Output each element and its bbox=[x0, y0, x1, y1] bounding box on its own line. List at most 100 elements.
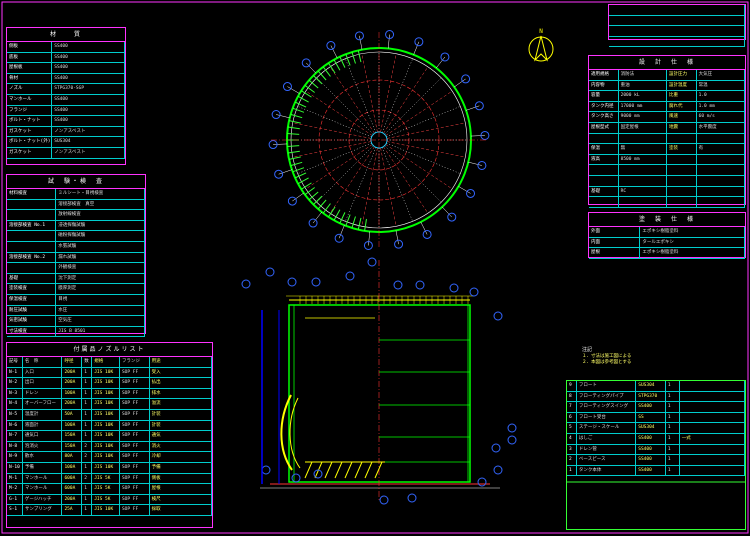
table-cell: ステージ・スケール bbox=[577, 423, 637, 433]
elevation-details bbox=[241, 257, 517, 505]
callout-bubble bbox=[461, 74, 471, 84]
table-cell: JIS 5K bbox=[92, 473, 120, 484]
table-cell: N-6 bbox=[7, 420, 23, 431]
table-cell bbox=[619, 175, 667, 186]
table-cell: 屋根 bbox=[589, 248, 641, 258]
table-cell: SUS304 bbox=[636, 423, 666, 433]
table-cell: JIS 10K bbox=[92, 420, 120, 431]
ladder-inner bbox=[289, 397, 301, 469]
rafter-line bbox=[385, 144, 453, 190]
rafter-line bbox=[384, 77, 442, 135]
table-cell: STPG370 bbox=[636, 391, 666, 402]
hatch-line bbox=[308, 191, 319, 201]
table-cell: SS400 bbox=[52, 73, 125, 84]
table-row: 放射線検査 bbox=[7, 210, 145, 221]
table-cell: 100A bbox=[62, 388, 83, 399]
table-cell bbox=[7, 210, 57, 220]
table-cell: 液高 bbox=[589, 154, 619, 165]
table-cell: 2 bbox=[82, 473, 93, 484]
table-cell: 1.0 mm bbox=[697, 101, 745, 112]
table-cell: JIS 10K bbox=[92, 409, 120, 420]
table-cell bbox=[589, 175, 619, 186]
base-brace bbox=[354, 461, 363, 479]
table-cell: 1 bbox=[666, 381, 680, 391]
table-cell: フランジ bbox=[7, 105, 53, 116]
table-cell: JIS 10K bbox=[92, 388, 120, 399]
rafter-line bbox=[361, 53, 378, 133]
rafter-line bbox=[305, 90, 373, 136]
callout-bubble bbox=[379, 495, 389, 505]
table-cell: SS bbox=[636, 412, 666, 423]
table-cell: JIS 10K bbox=[92, 462, 120, 473]
table-cell: 用途 bbox=[150, 357, 212, 367]
table-cell bbox=[697, 175, 745, 186]
table-cell: 1 bbox=[666, 433, 680, 444]
table-cell: 1 bbox=[82, 484, 93, 494]
table-row: 適用規格消防法設計圧力大気圧 bbox=[589, 70, 745, 81]
callout-leader bbox=[454, 78, 466, 88]
table-row: 塗装検査膜厚測定 bbox=[7, 284, 145, 295]
hatch-line bbox=[357, 50, 362, 63]
table-cell: 1 bbox=[82, 505, 93, 515]
table-cell bbox=[7, 241, 57, 252]
rafter-line bbox=[386, 122, 466, 139]
hatch-line bbox=[308, 79, 319, 89]
hatch-line bbox=[301, 90, 312, 98]
hatch-line bbox=[328, 206, 336, 218]
table-cell: 基礎 bbox=[7, 273, 57, 284]
table-cell: STPG370-SGP bbox=[52, 84, 125, 94]
callout-bubble bbox=[311, 277, 321, 287]
table-cell: 内面 bbox=[589, 237, 641, 248]
table-row: 外面エポキシ樹脂塗料 bbox=[589, 227, 745, 238]
table-cell: 2 bbox=[82, 452, 93, 462]
table-row bbox=[609, 36, 745, 48]
callout-leader bbox=[458, 186, 471, 194]
callout-bubble bbox=[474, 101, 484, 111]
table-cell bbox=[680, 465, 745, 476]
hatch-line bbox=[292, 167, 305, 173]
table-cell: オーバーフロー bbox=[23, 399, 63, 409]
table-cell: ノズル bbox=[7, 84, 53, 94]
callout-leader bbox=[368, 231, 371, 246]
callout-leader bbox=[287, 86, 300, 94]
table-row: 保温無塗装有 bbox=[589, 144, 745, 155]
table-cell: エポキシ樹脂塗料 bbox=[640, 248, 745, 258]
table-cell: SUS304 bbox=[52, 137, 125, 147]
rafter-line bbox=[345, 58, 377, 133]
hatch-line bbox=[294, 172, 307, 179]
tests-table-title: 試 験・検 査 bbox=[7, 175, 145, 189]
rafter-line bbox=[380, 147, 397, 227]
table-cell: 名 称 bbox=[23, 357, 63, 367]
table-cell: 1 bbox=[82, 494, 93, 505]
materials-table-title: 材 質 bbox=[7, 28, 125, 42]
callout-bubble bbox=[241, 279, 251, 289]
table-cell: タールエポキシ bbox=[640, 237, 745, 248]
tests-table: 試 験・検 査 材料検査ミルシート・目視検査溶接部検査 真空放射線検査溶接部検査… bbox=[6, 174, 146, 338]
table-cell: 8500 mm bbox=[619, 154, 667, 165]
table-cell: 1 bbox=[666, 444, 680, 455]
title-block-rows bbox=[609, 5, 745, 48]
table-row: 基礎沈下測定 bbox=[7, 273, 145, 285]
table-cell: SUS304 bbox=[636, 381, 666, 391]
callout-leader bbox=[306, 62, 317, 74]
table-row: 磁粉探傷試験 bbox=[7, 231, 145, 242]
table-cell: 常温 bbox=[697, 80, 745, 91]
hatch-line bbox=[313, 195, 323, 205]
table-cell: 骨材 bbox=[7, 73, 53, 84]
table-cell: 記号 bbox=[7, 357, 23, 367]
tank-elevation-view bbox=[241, 257, 517, 505]
